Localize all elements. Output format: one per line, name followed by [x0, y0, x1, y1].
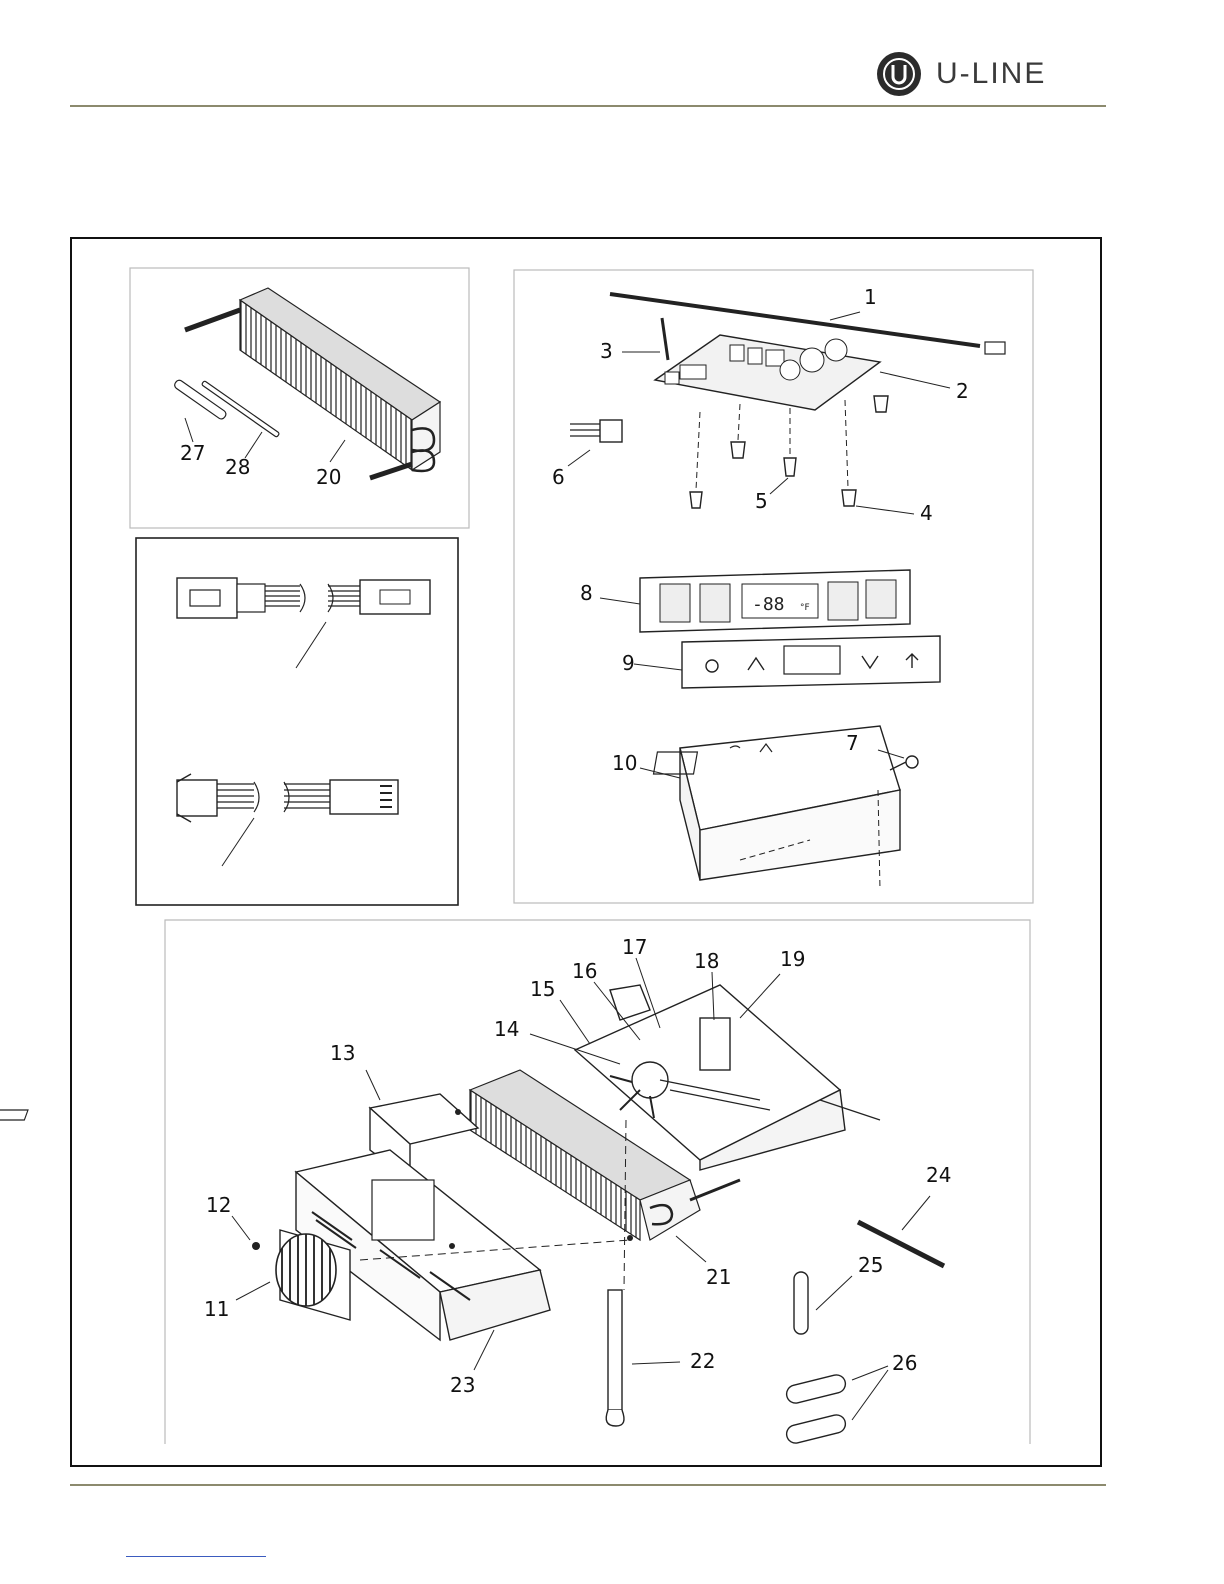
- callout-15: 15: [530, 977, 555, 1001]
- callout-26: 26: [892, 1351, 917, 1375]
- callout-8: 8: [580, 581, 593, 605]
- pcb-2: [655, 318, 880, 410]
- display-unit: °F: [800, 603, 810, 613]
- callout-23: 23: [450, 1373, 475, 1397]
- callout-14: 14: [494, 1017, 519, 1041]
- display-board-8: -88 °F: [600, 570, 910, 632]
- drier-27: [173, 379, 227, 421]
- callout-16: 16: [572, 959, 597, 983]
- panel-coil: 27 28 20: [130, 268, 469, 528]
- callout-19: 19: [780, 947, 805, 971]
- connector-3: [665, 372, 679, 384]
- callout-18: 18: [694, 949, 719, 973]
- callout-1: 1: [864, 285, 877, 309]
- callout-17: 17: [622, 935, 647, 959]
- bracket-18: [700, 1018, 730, 1070]
- callout-20: 20: [316, 465, 341, 489]
- callout-2: 2: [956, 379, 969, 403]
- callout-6: 6: [552, 465, 565, 489]
- callout-13: 13: [330, 1041, 355, 1065]
- callout-5: 5: [755, 489, 768, 513]
- harness-lower: [177, 774, 398, 866]
- overlay-9: [634, 636, 940, 688]
- panel-control: 1 2 3 4 5 6 -88 °F 8 9: [514, 270, 1033, 903]
- connector-6: [568, 420, 622, 466]
- callout-28: 28: [225, 455, 250, 479]
- coil-20: [185, 288, 440, 478]
- callout-24: 24: [926, 1163, 951, 1187]
- callout-4: 4: [920, 501, 933, 525]
- panel-harness: [136, 538, 458, 905]
- callout-22: 22: [690, 1349, 715, 1373]
- panel-evaporator-assembly: 17 16 15 14 18 19 21 13 23: [0, 920, 1030, 1445]
- sleeves-26: [785, 1373, 848, 1445]
- screw-12: [252, 1242, 260, 1250]
- footer-link-underline[interactable]: [126, 1556, 266, 1557]
- drier-25: [794, 1272, 808, 1334]
- display-digits: -88: [752, 594, 785, 615]
- callout-11: 11: [204, 1297, 229, 1321]
- callout-25: 25: [858, 1253, 883, 1277]
- standoffs-4-5: [690, 396, 888, 508]
- housing-10: [640, 726, 900, 890]
- callout-10: 10: [612, 751, 637, 775]
- callout-9: 9: [622, 651, 635, 675]
- harness-upper: [177, 578, 430, 668]
- callout-3: 3: [600, 339, 613, 363]
- sensor-1: [610, 294, 1005, 354]
- callout-7: 7: [846, 731, 859, 755]
- callout-27: 27: [180, 441, 205, 465]
- callout-21: 21: [706, 1265, 731, 1289]
- callout-12: 12: [206, 1193, 231, 1217]
